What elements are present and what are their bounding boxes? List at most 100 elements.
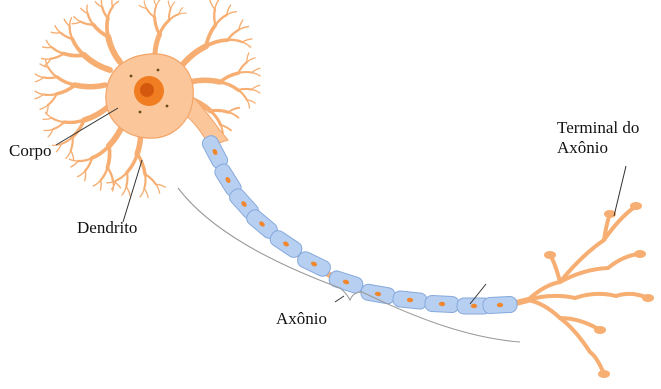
dendrite-branch (78, 158, 92, 161)
dendrite-branch (35, 91, 43, 94)
dendrite-branch (238, 89, 251, 90)
axon-brace-line (178, 188, 520, 342)
dendrite-branch (45, 112, 51, 118)
dendrite-branch (156, 184, 160, 193)
dendrite-branch (168, 1, 170, 9)
dendrite-branch (102, 7, 108, 18)
dendrite-branch (85, 171, 86, 181)
dendrite-branch (108, 37, 120, 62)
leader-corpo (56, 108, 118, 145)
leader-terminal (614, 166, 626, 216)
dendrite-branch (228, 30, 239, 40)
dendrite-branch (72, 39, 84, 55)
dendrite-branch (92, 146, 109, 158)
dendrite-branch (206, 40, 228, 46)
dendrite-branch (66, 151, 71, 159)
dendrite-branch (252, 90, 260, 93)
dendrite-branch (179, 13, 186, 14)
dendrite-branch (100, 180, 101, 190)
dendrite-branch (55, 26, 60, 33)
label-dendrito: Dendrito (77, 218, 137, 238)
dendrite-branch (57, 77, 75, 85)
cell-body (106, 54, 193, 138)
terminal-bulb (634, 250, 646, 258)
dendrite-branch (215, 15, 226, 25)
dendrite-branch (42, 58, 51, 59)
dendrite-branch (247, 100, 250, 108)
dendrite-branch (154, 0, 156, 6)
organelle (130, 75, 133, 78)
dendrite-branch (72, 22, 81, 24)
terminal-bulb (594, 326, 606, 334)
myelin-sheath (200, 133, 517, 314)
dendrite-branch (169, 14, 179, 20)
dendrite-branch (40, 105, 48, 109)
dendrite-branch (43, 77, 56, 78)
axon-terminals (528, 202, 654, 378)
dendrite-branch (52, 47, 64, 53)
dendrite-branch (122, 187, 126, 195)
dendrite-branch (220, 82, 238, 90)
dendrite-branch (51, 32, 60, 33)
dendrite-branch (145, 174, 156, 184)
organelle (157, 69, 160, 72)
label-corpo: Corpo (9, 141, 52, 161)
dendrite-branch (160, 20, 170, 34)
dendrite-branch (44, 129, 53, 130)
dendrite-branch (84, 55, 110, 70)
dendrite-branch (70, 18, 72, 26)
dendrite-branch (87, 5, 88, 13)
myelin-segment (392, 290, 427, 309)
dendrite-branch (35, 94, 43, 98)
dendrite-branch (210, 0, 215, 9)
myelin-segment (327, 269, 364, 295)
dendrite-branch (108, 7, 113, 18)
nucleolus (140, 83, 154, 97)
terminal-bulb (642, 294, 654, 302)
terminal-branch (575, 294, 616, 298)
dendrite-branch (43, 118, 52, 119)
terminal-bulb (630, 202, 642, 210)
dendrite-branch (252, 85, 260, 89)
dendrite-branch (144, 189, 148, 198)
dendrite-branch (43, 47, 52, 48)
dendrite-branch (48, 67, 57, 77)
dendrite-branch (101, 167, 108, 180)
dendrite-branch (238, 72, 251, 73)
dendrite-branch (57, 85, 75, 94)
dendrite-branch (35, 74, 43, 77)
dendrite-branch (43, 94, 56, 95)
label-terminal-line1: Terminal do (557, 118, 639, 138)
label-terminal-line2: Axônio (557, 138, 639, 158)
dendrite-branch (227, 12, 237, 15)
dendrite-branch (252, 68, 260, 72)
dendrite-branch (190, 80, 220, 82)
dendrite-branch (107, 167, 113, 181)
dendrite-branch (107, 18, 108, 36)
dendrite-branch (144, 174, 145, 188)
terminal-branch (550, 255, 560, 282)
dendrite-branch (238, 90, 247, 100)
dendrite-branch (247, 58, 255, 62)
myelin-segment (295, 249, 333, 278)
dendrite-branch (242, 42, 250, 47)
dendrite-branch (52, 118, 64, 122)
dendrite-branch (64, 19, 69, 26)
dendrite-branch (180, 46, 206, 68)
dendrite-branch (126, 187, 130, 196)
dendrite-branch (147, 8, 155, 17)
axon-brace (178, 188, 520, 342)
dendrite-branch (155, 6, 157, 18)
dendrite-branch (215, 0, 219, 9)
label-axonio: Axônio (276, 309, 327, 329)
dendrite-branch (78, 171, 85, 177)
dendrite-branch (88, 13, 94, 24)
dendrite-branch (239, 27, 249, 30)
terminal-bulb (544, 251, 556, 259)
label-terminal-do-axonio: Terminal do Axônio (557, 118, 639, 158)
dendrite-branch (113, 1, 119, 6)
dendrite-branch (171, 2, 175, 9)
myelin-segment (425, 295, 460, 313)
